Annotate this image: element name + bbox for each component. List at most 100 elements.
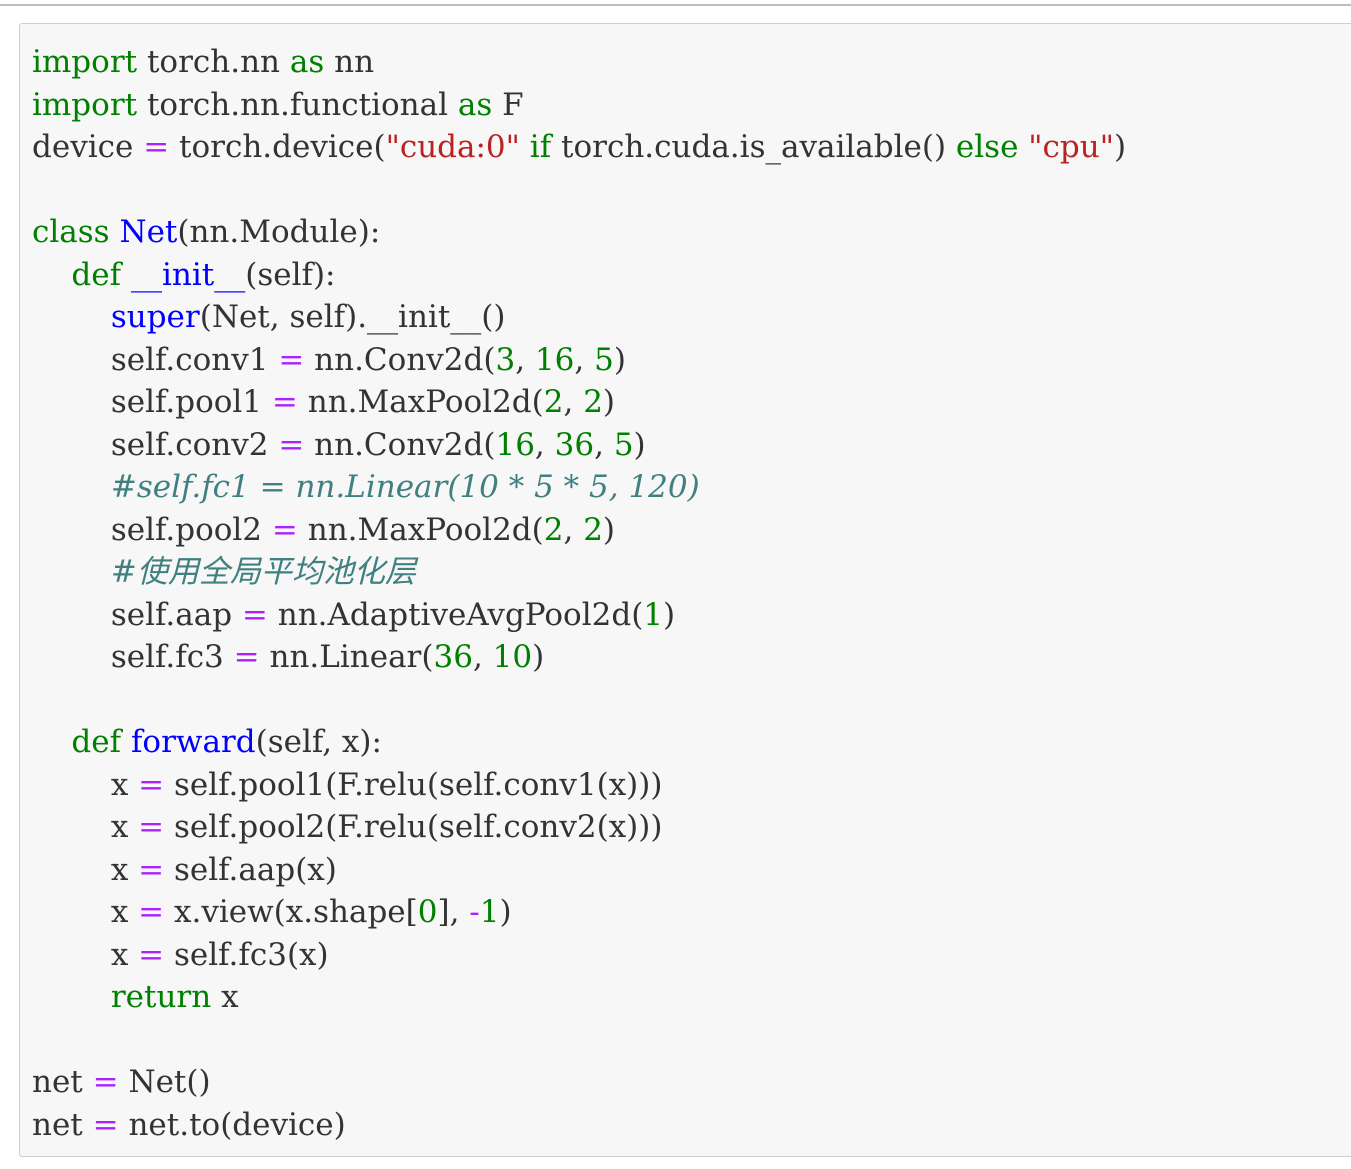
comment-token: #self.fc1 = nn.Linear(10 * 5 * 5, 120) [110,469,700,505]
keyword-token: class [32,214,110,250]
code-token: x [32,809,139,845]
code-line: x = x.view(x.shape[0], -1) [32,891,1126,934]
code-line: self.conv1 = nn.Conv2d(3, 16, 5) [32,339,1126,382]
operator-token: = [278,426,305,463]
code-token: , [563,384,584,420]
code-line: x = self.fc3(x) [32,934,1126,977]
operator-token: = [271,384,298,420]
operator-token: = [138,894,165,930]
code-token: self.pool1 [32,384,272,420]
code-token: nn.Conv2d( [304,341,496,378]
operator-token: = [138,766,165,803]
code-token: nn.AdaptiveAvgPool2d( [267,596,644,633]
keyword-token: if [529,129,552,165]
code-token: , [515,341,535,378]
code-line [32,1019,1126,1062]
keyword-token: else [955,129,1019,165]
code-token [32,257,71,293]
keyword-token: as [289,44,325,80]
keyword-token: def [71,724,122,760]
code-token: , [563,511,584,548]
keyword-token: import [32,44,138,80]
code-token: torch.device( [169,129,386,165]
code-token: torch.nn [137,44,290,80]
number-token: 5 [613,426,634,463]
code-token: (nn.Module): [177,214,381,250]
operator-token: = [138,936,165,973]
code-token: x [211,979,239,1015]
name-token: super [110,299,200,335]
code-token: self.conv1 [32,341,279,378]
keyword-token: def [71,256,122,293]
code-token: self.pool2(F.relu(self.conv2(x))) [164,809,663,845]
code-line: x = self.pool1(F.relu(self.conv1(x))) [32,764,1126,807]
code-line [32,679,1126,722]
operator-token: = [271,511,298,548]
code-token [32,469,111,505]
code-token: (self): [245,256,336,293]
code-token: ) [663,596,676,633]
number-token: 1 [479,894,500,930]
number-token: 0 [417,894,438,930]
code-token: net [32,1106,93,1143]
code-line: import torch.nn.functional as F [32,84,1126,127]
name-token: forward [130,724,256,760]
number-token: 2 [543,511,564,548]
keyword-token: return [110,979,212,1015]
top-divider [0,4,1351,6]
code-line: net = net.to(device) [32,1104,1126,1147]
number-token: 2 [583,384,603,420]
code-line [32,169,1126,212]
code-token: net [32,1064,93,1100]
code-token: self.aap [32,596,242,633]
code-token: ) [602,511,616,548]
code-token: ) [633,426,646,463]
operator-token: - [469,894,480,930]
code-token [32,299,111,335]
code-line: super(Net, self).__init__() [32,296,1126,339]
code-token: self.fc3(x) [164,936,329,973]
code-token: nn.MaxPool2d( [297,511,544,548]
code-token: device [32,129,144,165]
code-token: , [594,426,614,463]
code-token [32,554,111,590]
code-token: nn.MaxPool2d( [297,384,544,420]
code-token: self.pool2 [32,511,272,548]
code-token: self.fc3 [32,639,234,675]
operator-token: = [233,639,260,675]
code-token [32,979,111,1015]
string-token: "cpu" [1028,129,1114,165]
name-token: __init__ [130,256,246,293]
operator-token: = [92,1106,119,1143]
code-token: torch.cuda.is_available() [551,129,956,165]
code-token: ) [532,639,545,675]
number-token: 5 [594,341,614,378]
code-token [121,257,131,293]
number-token: 36 [554,426,595,463]
code-line: import torch.nn as nn [32,41,1126,84]
number-token: 10 [492,639,533,675]
code-line: device = torch.device("cuda:0" if torch.… [32,126,1126,169]
operator-token: = [138,809,165,845]
code-token: F [492,86,524,123]
code-line: return x [32,976,1126,1019]
code-token: x [32,936,139,973]
code-token: ], [437,894,470,930]
code-line: self.pool1 = nn.MaxPool2d(2, 2) [32,381,1126,424]
code-token: x.view(x.shape[ [164,894,418,930]
number-token: 16 [495,426,535,463]
comment-token: #使用全局平均池化层 [110,554,416,590]
code-line: self.conv2 = nn.Conv2d(16, 36, 5) [32,424,1126,467]
code-token: self.pool1(F.relu(self.conv1(x))) [164,766,663,803]
code-line: class Net(nn.Module): [32,211,1126,254]
string-token: "cuda:0" [385,129,520,165]
code-token [1018,129,1028,165]
keyword-token: as [457,86,493,123]
code-token [520,129,530,165]
code-token: x [32,766,139,803]
code-token: ) [613,341,626,378]
code-token: , [574,341,595,378]
number-token: 2 [583,511,603,548]
code-token: net.to(device) [118,1106,346,1143]
